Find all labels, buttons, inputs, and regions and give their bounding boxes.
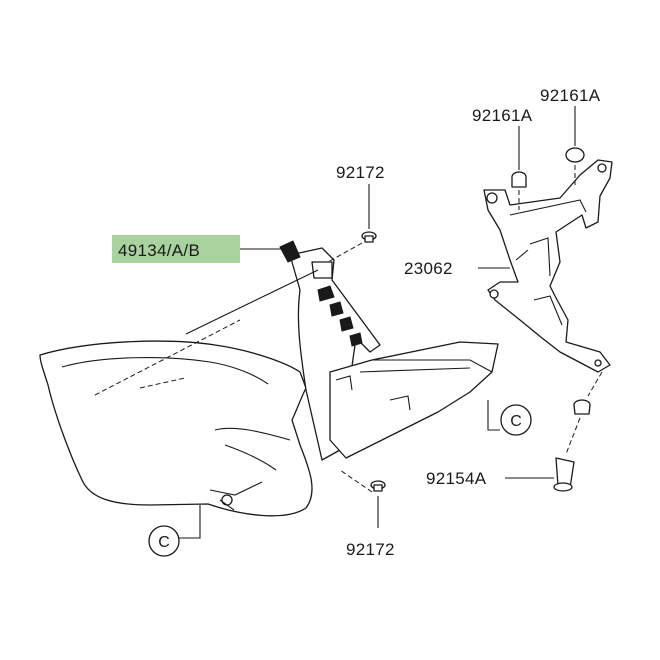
highlight-box (112, 235, 240, 263)
part-number-92161A-top[interactable]: 92161A (540, 86, 601, 105)
part-number-23062[interactable]: 23062 (404, 259, 453, 278)
collar-mid (511, 171, 527, 210)
lower-cover-part (329, 341, 499, 459)
callout-c-left-label: C (158, 534, 170, 551)
callout-c-right: C (500, 404, 532, 436)
inner-panel-part (279, 240, 381, 461)
part-number-92161A-mid[interactable]: 92161A (472, 106, 533, 125)
bracket-part (483, 159, 613, 373)
leader-line-assembly (185, 269, 319, 335)
grommet-top (565, 147, 585, 185)
part-number-92172-lower[interactable]: 92172 (346, 540, 395, 559)
bolt-upper (327, 231, 377, 263)
bolt-lower (339, 469, 386, 493)
callout-c-right-label: C (510, 413, 522, 430)
side-fairing (39, 319, 313, 517)
leader-line-c2 (178, 505, 201, 539)
part-number-92172-upper[interactable]: 92172 (336, 163, 385, 182)
washer-bolt (553, 371, 603, 492)
part-number-49134[interactable]: 49134/A/B (118, 241, 200, 260)
leader-line-c1 (487, 400, 500, 431)
callout-c-left: C (148, 525, 180, 557)
part-number-92154A[interactable]: 92154A (426, 469, 487, 488)
